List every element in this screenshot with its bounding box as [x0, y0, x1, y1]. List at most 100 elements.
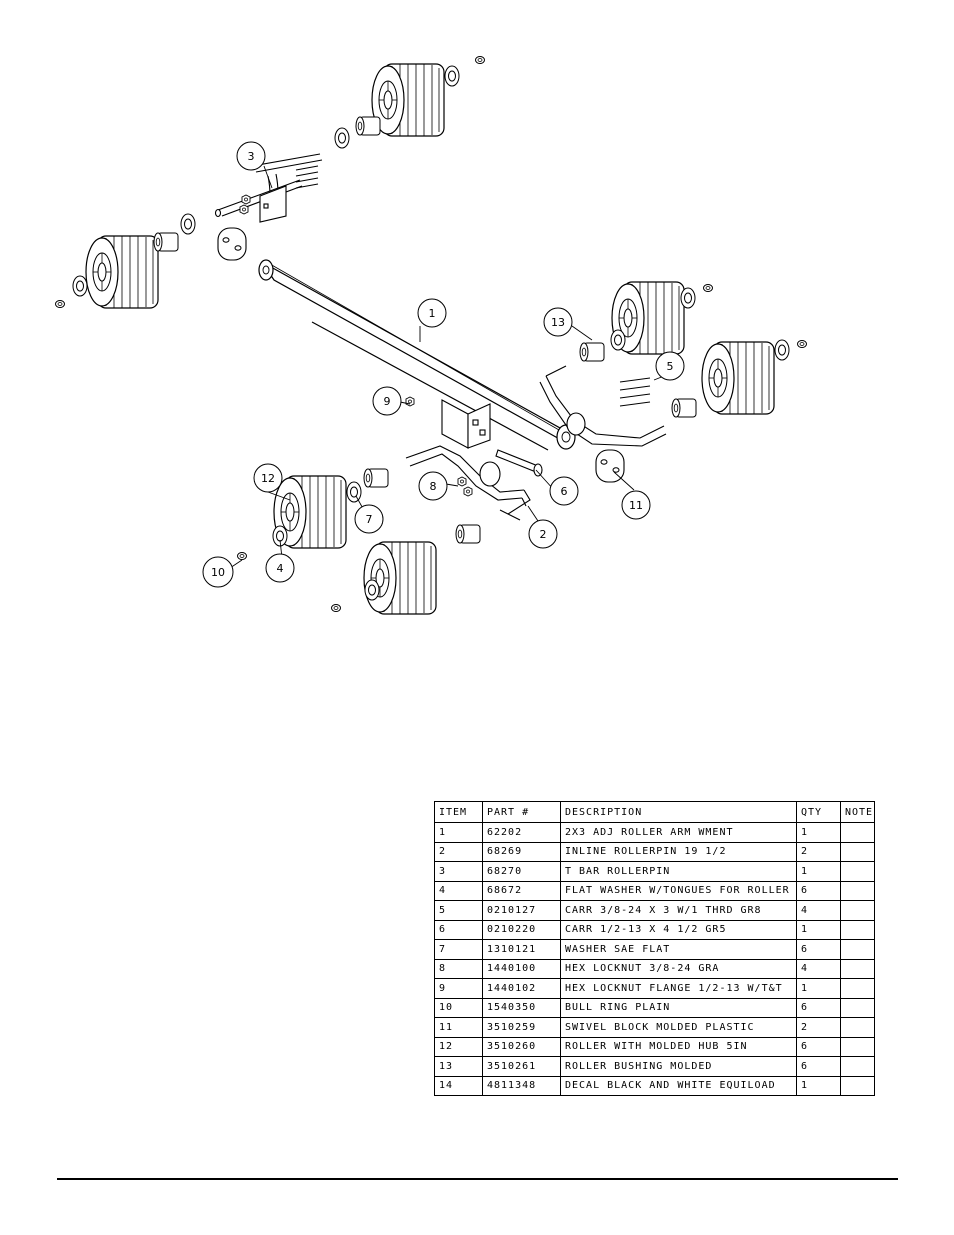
cell-part: 3510261 [482, 1056, 561, 1077]
inline-rollerpin-left [405, 445, 531, 521]
svg-text:3: 3 [248, 150, 255, 163]
cell-note [840, 861, 875, 882]
callout-4: 4 [265, 553, 295, 583]
pivot-bracket [441, 399, 491, 449]
header-description: DESCRIPTION [560, 801, 797, 823]
cell-note [840, 900, 875, 921]
cell-item: 9 [434, 978, 483, 999]
svg-text:12: 12 [261, 472, 275, 485]
cell-desc: BULL RING PLAIN [560, 997, 797, 1018]
cell-desc: CARR 1/2-13 X 4 1/2 GR5 [560, 919, 797, 940]
carriage-bolts-5 [619, 377, 651, 407]
cell-part: 0210127 [482, 900, 561, 921]
svg-text:8: 8 [430, 480, 437, 493]
footer-rule [57, 1178, 898, 1180]
cell-note [840, 958, 875, 979]
cell-item: 1 [434, 822, 483, 843]
inline-rollerpin-right [539, 365, 667, 447]
callout-3: 3 [236, 141, 266, 171]
cell-part: 1540350 [482, 997, 561, 1018]
header-part-number: PART # [482, 801, 561, 823]
callout-13: 13 [543, 307, 573, 337]
cell-item: 10 [434, 997, 483, 1018]
cell-qty: 6 [796, 880, 841, 901]
svg-text:13: 13 [551, 316, 565, 329]
cell-qty: 1 [796, 1075, 841, 1096]
cell-note [840, 1036, 875, 1057]
callout-bubbles: 3 1 13 5 9 12 8 6 11 7 2 4 10 [202, 141, 685, 588]
callout-5: 5 [655, 351, 685, 381]
svg-text:4: 4 [277, 562, 284, 575]
cell-item: 6 [434, 919, 483, 940]
callout-9: 9 [372, 386, 402, 416]
cell-part: 62202 [482, 822, 561, 843]
cell-desc: ROLLER BUSHING MOLDED [560, 1056, 797, 1077]
callout-8: 8 [418, 471, 448, 501]
cell-item: 4 [434, 880, 483, 901]
cell-desc: FLAT WASHER W/TONGUES FOR ROLLER [560, 880, 797, 901]
cell-qty: 2 [796, 1017, 841, 1038]
cell-part: 68269 [482, 841, 561, 862]
cell-part: 0210220 [482, 919, 561, 940]
cell-part: 3510260 [482, 1036, 561, 1057]
table-header-row: ITEM PART # DESCRIPTION QTY NOTE [434, 801, 875, 823]
cell-note [840, 1075, 875, 1096]
svg-text:11: 11 [629, 499, 643, 512]
svg-text:6: 6 [561, 485, 568, 498]
cell-note [840, 939, 875, 960]
cell-qty: 4 [796, 958, 841, 979]
cell-desc: HEX LOCKNUT FLANGE 1/2-13 W/T&T [560, 978, 797, 999]
cell-note [840, 997, 875, 1018]
cell-desc: T BAR ROLLERPIN [560, 861, 797, 882]
cell-desc: ROLLER WITH MOLDED HUB 5IN [560, 1036, 797, 1057]
callout-2: 2 [528, 519, 558, 549]
header-qty: QTY [796, 801, 841, 823]
cell-qty: 6 [796, 1056, 841, 1077]
bull-rings-and-nuts [55, 56, 807, 612]
callout-6: 6 [549, 476, 579, 506]
cell-note [840, 880, 875, 901]
cell-note [840, 919, 875, 940]
cell-part: 68270 [482, 861, 561, 882]
svg-text:10: 10 [211, 566, 225, 579]
cell-desc: DECAL BLACK AND WHITE EQUILOAD [560, 1075, 797, 1096]
cell-item: 3 [434, 861, 483, 882]
cell-note [840, 841, 875, 862]
t-bar-rollerpin [214, 153, 323, 223]
cell-part: 1440102 [482, 978, 561, 999]
cell-item: 13 [434, 1056, 483, 1077]
svg-text:5: 5 [667, 360, 674, 373]
cell-desc: HEX LOCKNUT 3/8-24 GRA [560, 958, 797, 979]
exploded-assembly-drawing: 3 1 13 5 9 12 8 6 11 7 2 4 10 [55, 56, 807, 615]
cell-part: 1440100 [482, 958, 561, 979]
callout-11: 11 [621, 490, 651, 520]
cell-note [840, 978, 875, 999]
header-item: ITEM [434, 801, 483, 823]
cell-qty: 1 [796, 919, 841, 940]
header-note: NOTE [840, 801, 875, 823]
cell-desc: SWIVEL BLOCK MOLDED PLASTIC [560, 1017, 797, 1038]
cell-part: 1310121 [482, 939, 561, 960]
cell-note [840, 1056, 875, 1077]
cell-desc: WASHER SAE FLAT [560, 939, 797, 960]
cell-item: 11 [434, 1017, 483, 1038]
cell-qty: 2 [796, 841, 841, 862]
cell-item: 14 [434, 1075, 483, 1096]
cell-desc: CARR 3/8-24 X 3 W/1 THRD GR8 [560, 900, 797, 921]
cell-note [840, 822, 875, 843]
cell-part: 68672 [482, 880, 561, 901]
cell-part: 4811348 [482, 1075, 561, 1096]
cell-item: 5 [434, 900, 483, 921]
